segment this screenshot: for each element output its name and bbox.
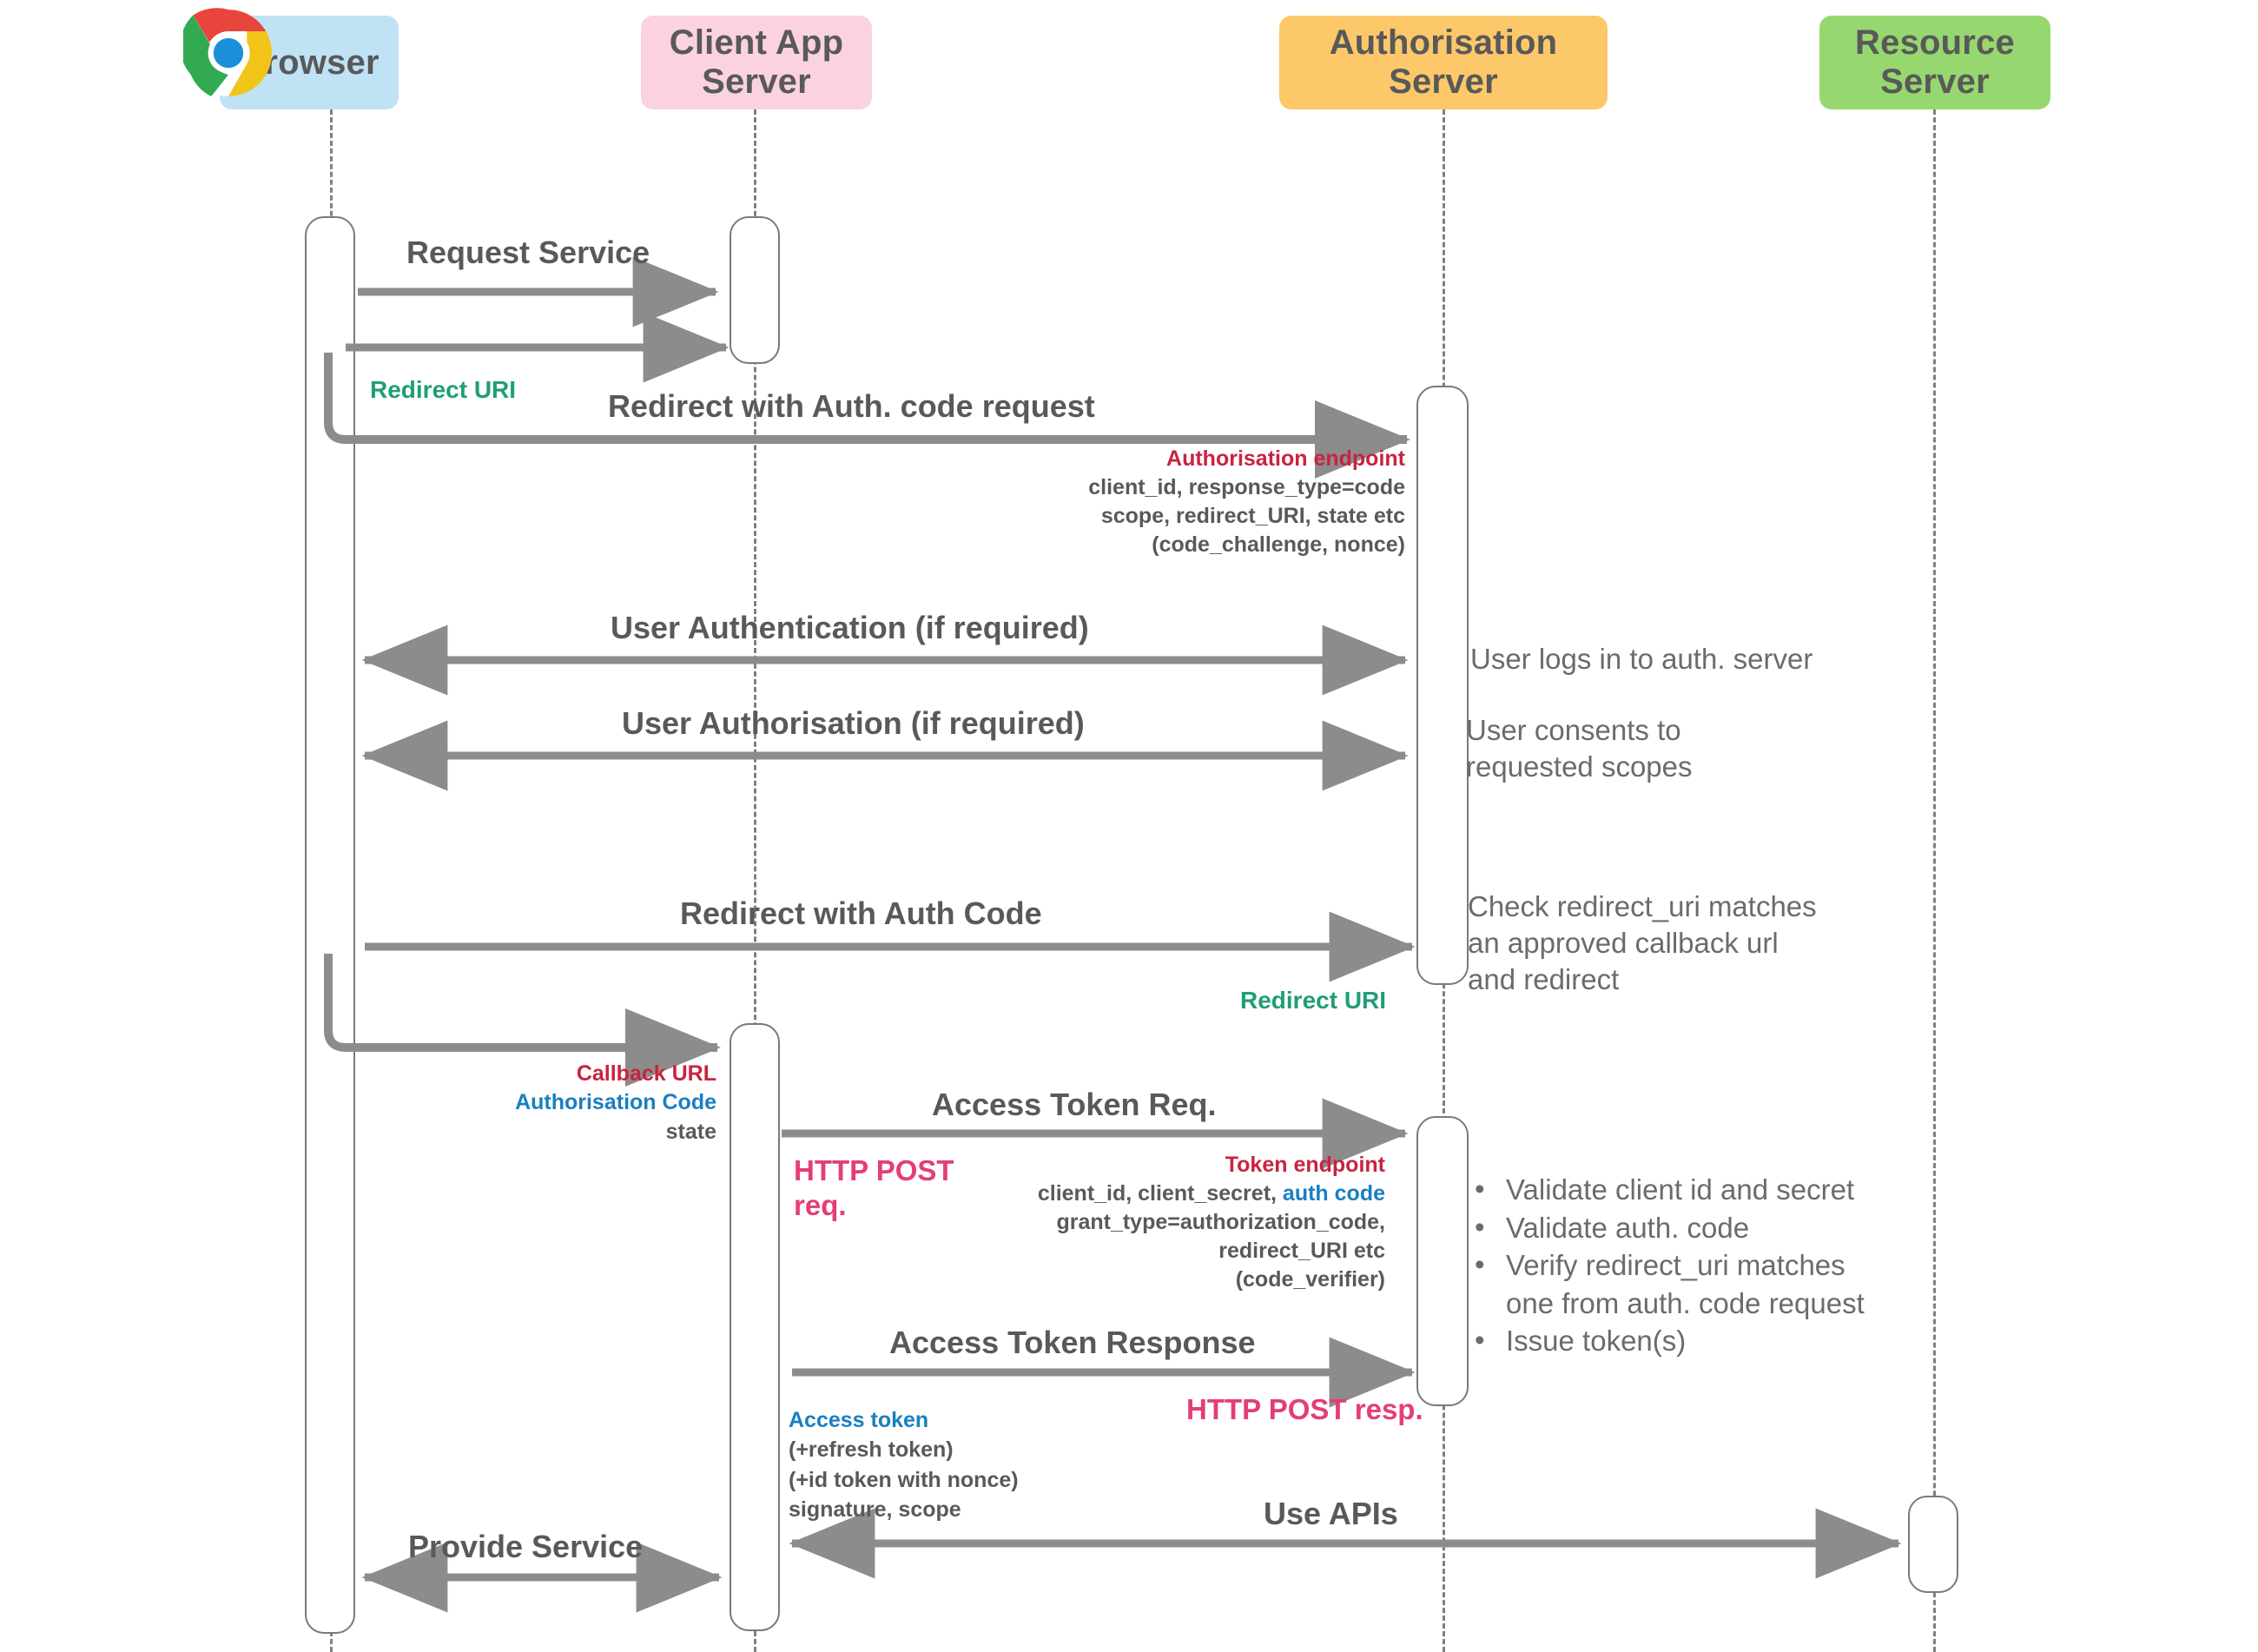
activation-auth-2	[1416, 1116, 1469, 1406]
message-label-redirect-auth-code-request: Redirect with Auth. code request	[608, 388, 1095, 424]
annotation-redirect-uri-browser: Redirect URI	[370, 376, 517, 403]
annotation-access-token-body: (+refresh token) (+id token with nonce) …	[789, 1437, 1019, 1522]
message-label-redirect-auth-code: Redirect with Auth Code	[680, 895, 1042, 931]
message-label-user-authentication: User Authentication (if required)	[611, 610, 1089, 645]
annotation-callback: Callback URL Authorisation Code state	[486, 1060, 716, 1146]
list-item: Validate auth. code	[1466, 1208, 1970, 1247]
activation-client-1	[730, 216, 780, 364]
message-label-request-service: Request Service	[406, 235, 650, 270]
annotation-access-token-heading: Access token	[789, 1408, 929, 1432]
annotation-access-token: Access token (+refresh token) (+id token…	[789, 1405, 1153, 1524]
lifeline-resource	[1933, 109, 1936, 1652]
actor-client-app-server-label: Client App Server	[669, 23, 844, 101]
annotation-authorisation-code: Authorisation Code	[515, 1090, 716, 1115]
note-check-redirect-uri: Check redirect_uri matches an approved c…	[1468, 890, 1817, 996]
annotation-authorisation-endpoint: Authorisation endpoint client_id, respon…	[990, 445, 1405, 559]
annotation-http-post-resp: HTTP POST resp.	[1186, 1393, 1423, 1425]
message-label-use-apis: Use APIs	[1264, 1496, 1398, 1531]
annotation-redirect-uri-auth: Redirect URI	[1240, 987, 1387, 1014]
annotation-http-post-req: HTTP POST req.	[794, 1154, 954, 1222]
actor-authorisation-server-label: Authorisation Server	[1329, 23, 1558, 101]
actor-resource-server-label: Resource Server	[1855, 23, 2015, 101]
actor-authorisation-server[interactable]: Authorisation Server	[1279, 16, 1608, 109]
annotation-token-endpoint: Token endpoint client_id, client_secret,…	[934, 1151, 1385, 1294]
annotation-state: state	[665, 1119, 716, 1144]
annotation-token-endpoint-line3: redirect_URI etc	[1218, 1239, 1385, 1263]
note-user-logs-in: User logs in to auth. server	[1470, 643, 1813, 675]
list-item: Issue token(s)	[1466, 1321, 1970, 1360]
list-item: Verify redirect_uri matches one from aut…	[1466, 1246, 1970, 1322]
activation-resource-1	[1908, 1496, 1958, 1593]
note-token-validation-list: Validate client id and secret Validate a…	[1466, 1170, 1970, 1360]
annotation-token-endpoint-heading: Token endpoint	[1225, 1153, 1385, 1177]
annotation-token-endpoint-line4: (code_verifier)	[1235, 1267, 1385, 1292]
annotation-callback-url: Callback URL	[576, 1061, 716, 1086]
activation-client-2	[730, 1023, 780, 1631]
annotation-token-endpoint-auth-code: auth code	[1282, 1181, 1385, 1206]
list-item: Validate client id and secret	[1466, 1170, 1970, 1209]
annotation-token-endpoint-line1a: client_id, client_secret,	[1037, 1181, 1283, 1206]
actor-client-app-server[interactable]: Client App Server	[641, 16, 872, 109]
lifeline-client	[754, 109, 756, 1652]
annotation-authorisation-endpoint-body: client_id, response_type=code scope, red…	[1088, 474, 1405, 557]
activation-auth-1	[1416, 386, 1469, 985]
message-label-access-token-req: Access Token Req.	[932, 1087, 1217, 1122]
annotation-token-endpoint-line2: grant_type=authorization_code,	[1056, 1210, 1385, 1234]
note-user-consents: User consents to requested scopes	[1466, 714, 1693, 783]
message-label-access-token-response: Access Token Response	[889, 1325, 1256, 1360]
message-label-user-authorisation: User Authorisation (if required)	[622, 705, 1085, 741]
annotation-authorisation-endpoint-heading: Authorisation endpoint	[1166, 446, 1405, 471]
message-label-provide-service: Provide Service	[408, 1529, 644, 1564]
chrome-icon	[180, 8, 274, 98]
annotation-token-endpoint-line1: client_id, client_secret, auth code	[934, 1180, 1385, 1208]
activation-browser-main	[305, 216, 355, 1634]
actor-resource-server[interactable]: Resource Server	[1819, 16, 2050, 109]
